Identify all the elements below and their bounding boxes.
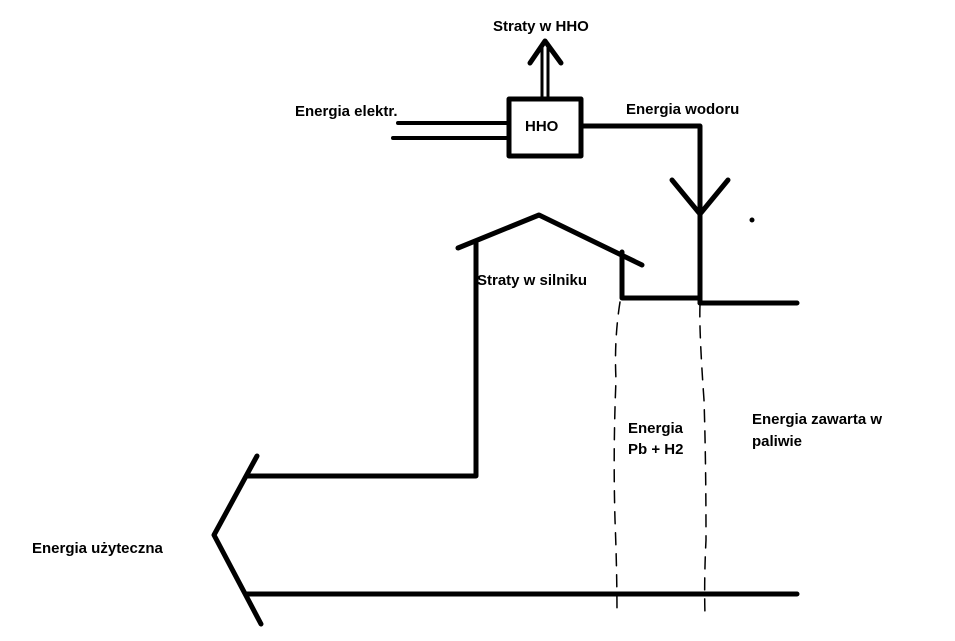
label-hydrogen-energy: Energia wodoru: [626, 101, 740, 118]
pb-h2-top-line: [619, 249, 703, 301]
label-fuel-energy-line1: Energia zawarta w: [752, 411, 883, 428]
pb-h2-dashed-right: [699, 304, 707, 616]
hydrogen-flow-line: [578, 123, 703, 306]
hydrogen-arrow-head: [669, 177, 731, 217]
pb-h2-dashed-left: [613, 301, 621, 616]
label-electrical-energy: Energia elektr.: [295, 103, 398, 120]
label-pb-h2-energy-line2: Pb + H2: [628, 441, 684, 458]
label-useful-energy: Energia użyteczna: [32, 540, 163, 557]
label-fuel-energy-line2: paliwie: [752, 433, 803, 450]
label-engine-losses: Straty w silniku: [477, 272, 588, 289]
label-pb-h2-energy-line1: Energia: [628, 420, 684, 437]
label-hho-box: HHO: [525, 118, 559, 135]
useful-energy-arrow-head: [211, 453, 264, 627]
stray-dot: [749, 217, 755, 223]
useful-energy-top-line: [245, 240, 479, 479]
engine-loss-roof: [455, 212, 645, 268]
hho-loss-arrow-head: [527, 38, 564, 66]
label-hho-losses: Straty w HHO: [493, 18, 589, 35]
